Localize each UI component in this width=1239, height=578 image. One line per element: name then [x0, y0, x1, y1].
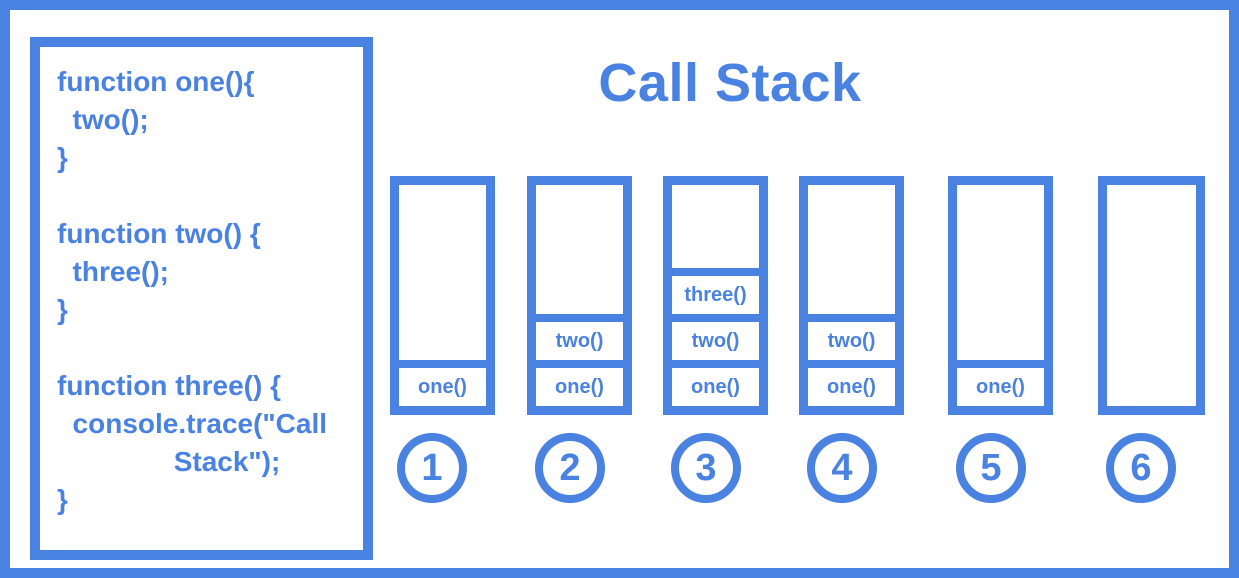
code-panel: function one(){ two(); } function two() …: [30, 37, 373, 560]
code-line: function two() {: [57, 218, 261, 249]
stack-empty-space: [399, 185, 486, 360]
stack-empty-space: [1107, 185, 1196, 406]
page-title: Call Stack: [598, 53, 862, 113]
code-line: }: [57, 294, 68, 325]
stack-empty-space: [808, 185, 895, 314]
stack-step-1: one(): [390, 176, 495, 415]
step-number-3: 3: [671, 433, 741, 503]
code-line: function three() {: [57, 370, 281, 401]
stack-frame: one(): [957, 368, 1044, 406]
code-line: three();: [57, 256, 169, 287]
step-number-1: 1: [397, 433, 467, 503]
step-number-6: 6: [1106, 433, 1176, 503]
code-line: function one(){: [57, 66, 255, 97]
code-line: console.trace("Call: [57, 408, 328, 439]
code-line: Stack");: [57, 446, 281, 477]
code-line: [57, 177, 363, 215]
stack-frame: three(): [672, 276, 759, 314]
step-number-4: 4: [807, 433, 877, 503]
stack-empty-space: [957, 185, 1044, 360]
stack-empty-space: [672, 185, 759, 268]
stack-frame: one(): [536, 368, 623, 406]
code-line: }: [57, 484, 68, 515]
stack-frame: one(): [399, 368, 486, 406]
code-line: }: [57, 142, 68, 173]
step-number-2: 2: [535, 433, 605, 503]
step-number-5: 5: [956, 433, 1026, 503]
stack-step-3: three() two() one(): [663, 176, 768, 415]
stack-frame: one(): [808, 368, 895, 406]
stack-empty-space: [536, 185, 623, 314]
stack-frame: two(): [808, 322, 895, 360]
stack-frame: one(): [672, 368, 759, 406]
stack-step-2: two() one(): [527, 176, 632, 415]
code-line: two();: [57, 104, 149, 135]
stack-frame: two(): [536, 322, 623, 360]
code-line: [57, 329, 363, 367]
stack-step-4: two() one(): [799, 176, 904, 415]
stack-step-6: [1098, 176, 1205, 415]
stack-step-5: one(): [948, 176, 1053, 415]
stack-frame: two(): [672, 322, 759, 360]
